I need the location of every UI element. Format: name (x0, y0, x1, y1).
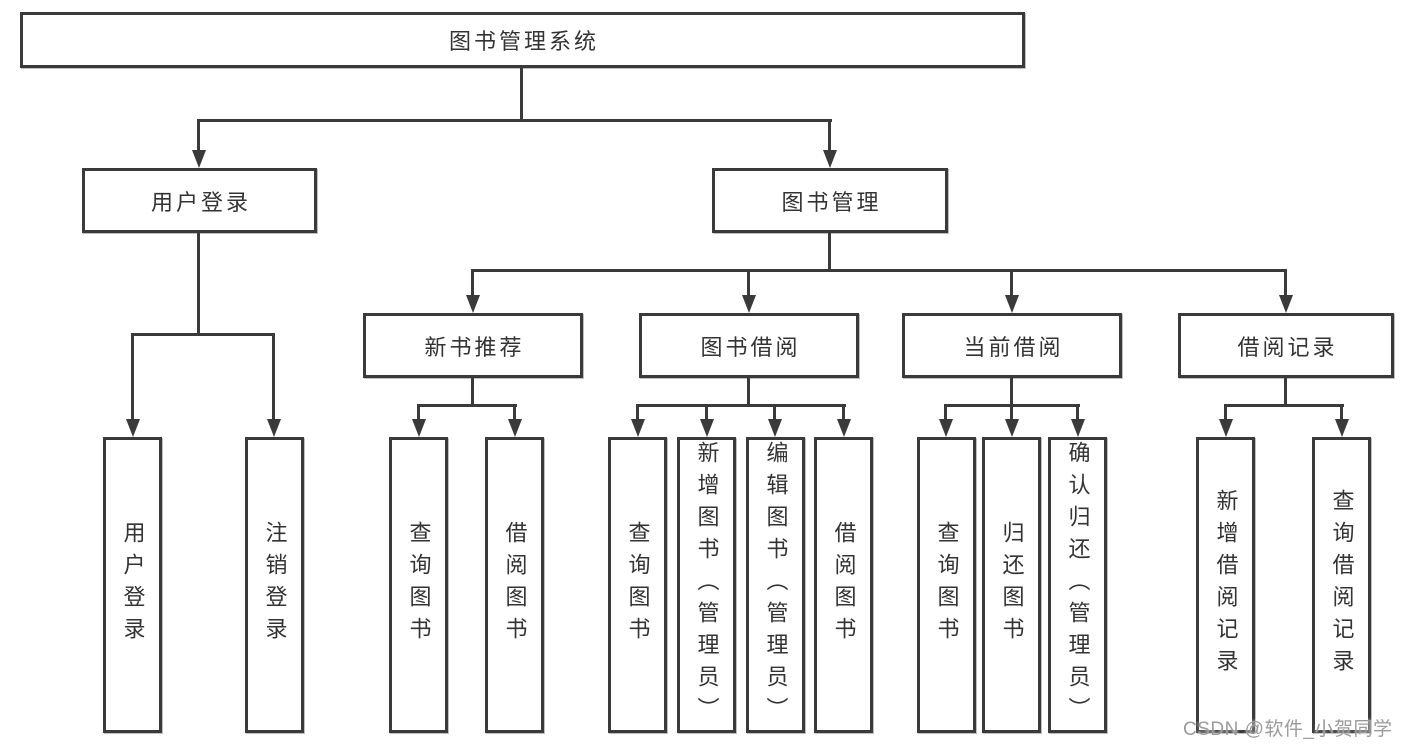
leaf-newbooks-borrow-label: 借阅图书 (502, 521, 528, 649)
arrowhead-records (1279, 295, 1293, 313)
node-new-books: 新书推荐 (363, 313, 583, 378)
leaf-borrowing-add: 新增图书（管理员） (677, 437, 736, 733)
arrowhead-bw1 (700, 419, 714, 437)
leaf-current-query: 查询图书 (917, 437, 976, 733)
arrowhead-user-login (192, 150, 206, 168)
connector-book-mgmt-stem (828, 233, 831, 271)
arrowhead-leaf-logout (267, 419, 281, 437)
connector-drop-cu2 (1076, 407, 1079, 420)
connector-drop-leaf-logout (272, 336, 275, 420)
connector-drop-bw1 (705, 407, 708, 420)
leaf-user-login: 用户登录 (103, 437, 162, 733)
arrowhead-cu2 (1071, 419, 1085, 437)
arrowhead-nb1 (508, 419, 522, 437)
leaf-current-confirm: 确认归还（管理员） (1048, 437, 1107, 733)
node-records-label: 借阅记录 (1237, 334, 1338, 360)
leaf-logout: 注销登录 (245, 437, 304, 733)
leaf-newbooks-query-label: 查询图书 (406, 521, 432, 649)
connector-new-books-branch (417, 404, 517, 407)
connector-book-mgmt-branch (471, 269, 1287, 272)
connector-drop-current (1010, 272, 1013, 296)
connector-drop-cu1 (1010, 407, 1013, 420)
connector-borrowing-branch (636, 404, 846, 407)
arrowhead-cu1 (1005, 419, 1019, 437)
arrowhead-bw2 (768, 419, 782, 437)
connector-current-branch (944, 404, 1080, 407)
connector-borrowing-stem (747, 378, 750, 406)
node-book-mgmt-label: 图书管理 (781, 189, 882, 215)
connector-root-branch (197, 119, 832, 122)
arrowhead-rc0 (1219, 419, 1233, 437)
connector-user-login-stem (197, 233, 200, 335)
connector-new-books-stem (471, 378, 474, 406)
leaf-current-return: 归还图书 (982, 437, 1041, 733)
arrowhead-bw0 (631, 419, 645, 437)
connector-drop-nb0 (417, 407, 420, 420)
node-new-books-label: 新书推荐 (424, 334, 525, 360)
watermark: CSDN @软件_小贺同学 (1183, 719, 1393, 740)
arrowhead-new-books (466, 295, 480, 313)
connector-records-stem (1284, 378, 1287, 406)
connector-user-login-branch (131, 333, 275, 336)
arrowhead-rc1 (1335, 419, 1349, 437)
connector-root-stem (520, 68, 523, 121)
leaf-records-add: 新增借阅记录 (1196, 437, 1255, 733)
arrowhead-leaf-user-login (126, 419, 140, 437)
connector-drop-records (1284, 272, 1287, 296)
node-borrowing-label: 图书借阅 (700, 334, 801, 360)
leaf-borrowing-query-label: 查询图书 (625, 521, 651, 649)
connector-current-stem (1010, 378, 1013, 406)
connector-drop-borrowing (747, 272, 750, 296)
leaf-records-add-label: 新增借阅记录 (1213, 489, 1239, 681)
leaf-newbooks-query: 查询图书 (389, 437, 448, 733)
leaf-borrowing-edit-label: 编辑图书（管理员） (763, 441, 789, 729)
node-current-label: 当前借阅 (963, 334, 1064, 360)
node-borrowing: 图书借阅 (639, 313, 859, 378)
leaf-current-return-label: 归还图书 (999, 521, 1025, 649)
leaf-current-confirm-label: 确认归还（管理员） (1065, 441, 1091, 729)
connector-drop-bw2 (773, 407, 776, 420)
leaf-borrowing-edit: 编辑图书（管理员） (746, 437, 805, 733)
node-root: 图书管理系统 (20, 12, 1025, 68)
node-root-label: 图书管理系统 (448, 29, 599, 54)
arrowhead-bw3 (837, 419, 851, 437)
connector-drop-new-books (471, 272, 474, 296)
leaf-borrowing-borrow-label: 借阅图书 (831, 521, 857, 649)
connector-drop-book-mgmt (828, 121, 831, 151)
connector-drop-rc1 (1340, 407, 1343, 420)
connector-records-branch (1224, 404, 1344, 407)
leaf-logout-label: 注销登录 (262, 521, 288, 649)
connector-drop-nb1 (513, 407, 516, 420)
node-user-login-label: 用户登录 (150, 189, 251, 215)
node-book-mgmt: 图书管理 (712, 168, 948, 233)
node-records: 借阅记录 (1178, 313, 1394, 378)
arrowhead-book-mgmt (823, 150, 837, 168)
connector-drop-rc0 (1224, 407, 1227, 420)
connector-drop-user-login (197, 121, 200, 151)
connector-drop-bw3 (842, 407, 845, 420)
connector-drop-leaf-user-login (131, 336, 134, 420)
connector-drop-bw0 (636, 407, 639, 420)
arrowhead-current (1005, 295, 1019, 313)
leaf-current-query-label: 查询图书 (934, 521, 960, 649)
leaf-records-query: 查询借阅记录 (1312, 437, 1371, 733)
leaf-borrowing-add-label: 新增图书（管理员） (694, 441, 720, 729)
arrowhead-borrowing (742, 295, 756, 313)
leaf-borrowing-borrow: 借阅图书 (814, 437, 873, 733)
leaf-borrowing-query: 查询图书 (608, 437, 667, 733)
arrowhead-nb0 (412, 419, 426, 437)
connector-drop-cu0 (944, 407, 947, 420)
arrowhead-cu0 (939, 419, 953, 437)
node-user-login: 用户登录 (82, 168, 317, 233)
leaf-records-query-label: 查询借阅记录 (1329, 489, 1355, 681)
leaf-user-login-label: 用户登录 (120, 521, 146, 649)
node-current: 当前借阅 (902, 313, 1122, 378)
leaf-newbooks-borrow: 借阅图书 (485, 437, 544, 733)
